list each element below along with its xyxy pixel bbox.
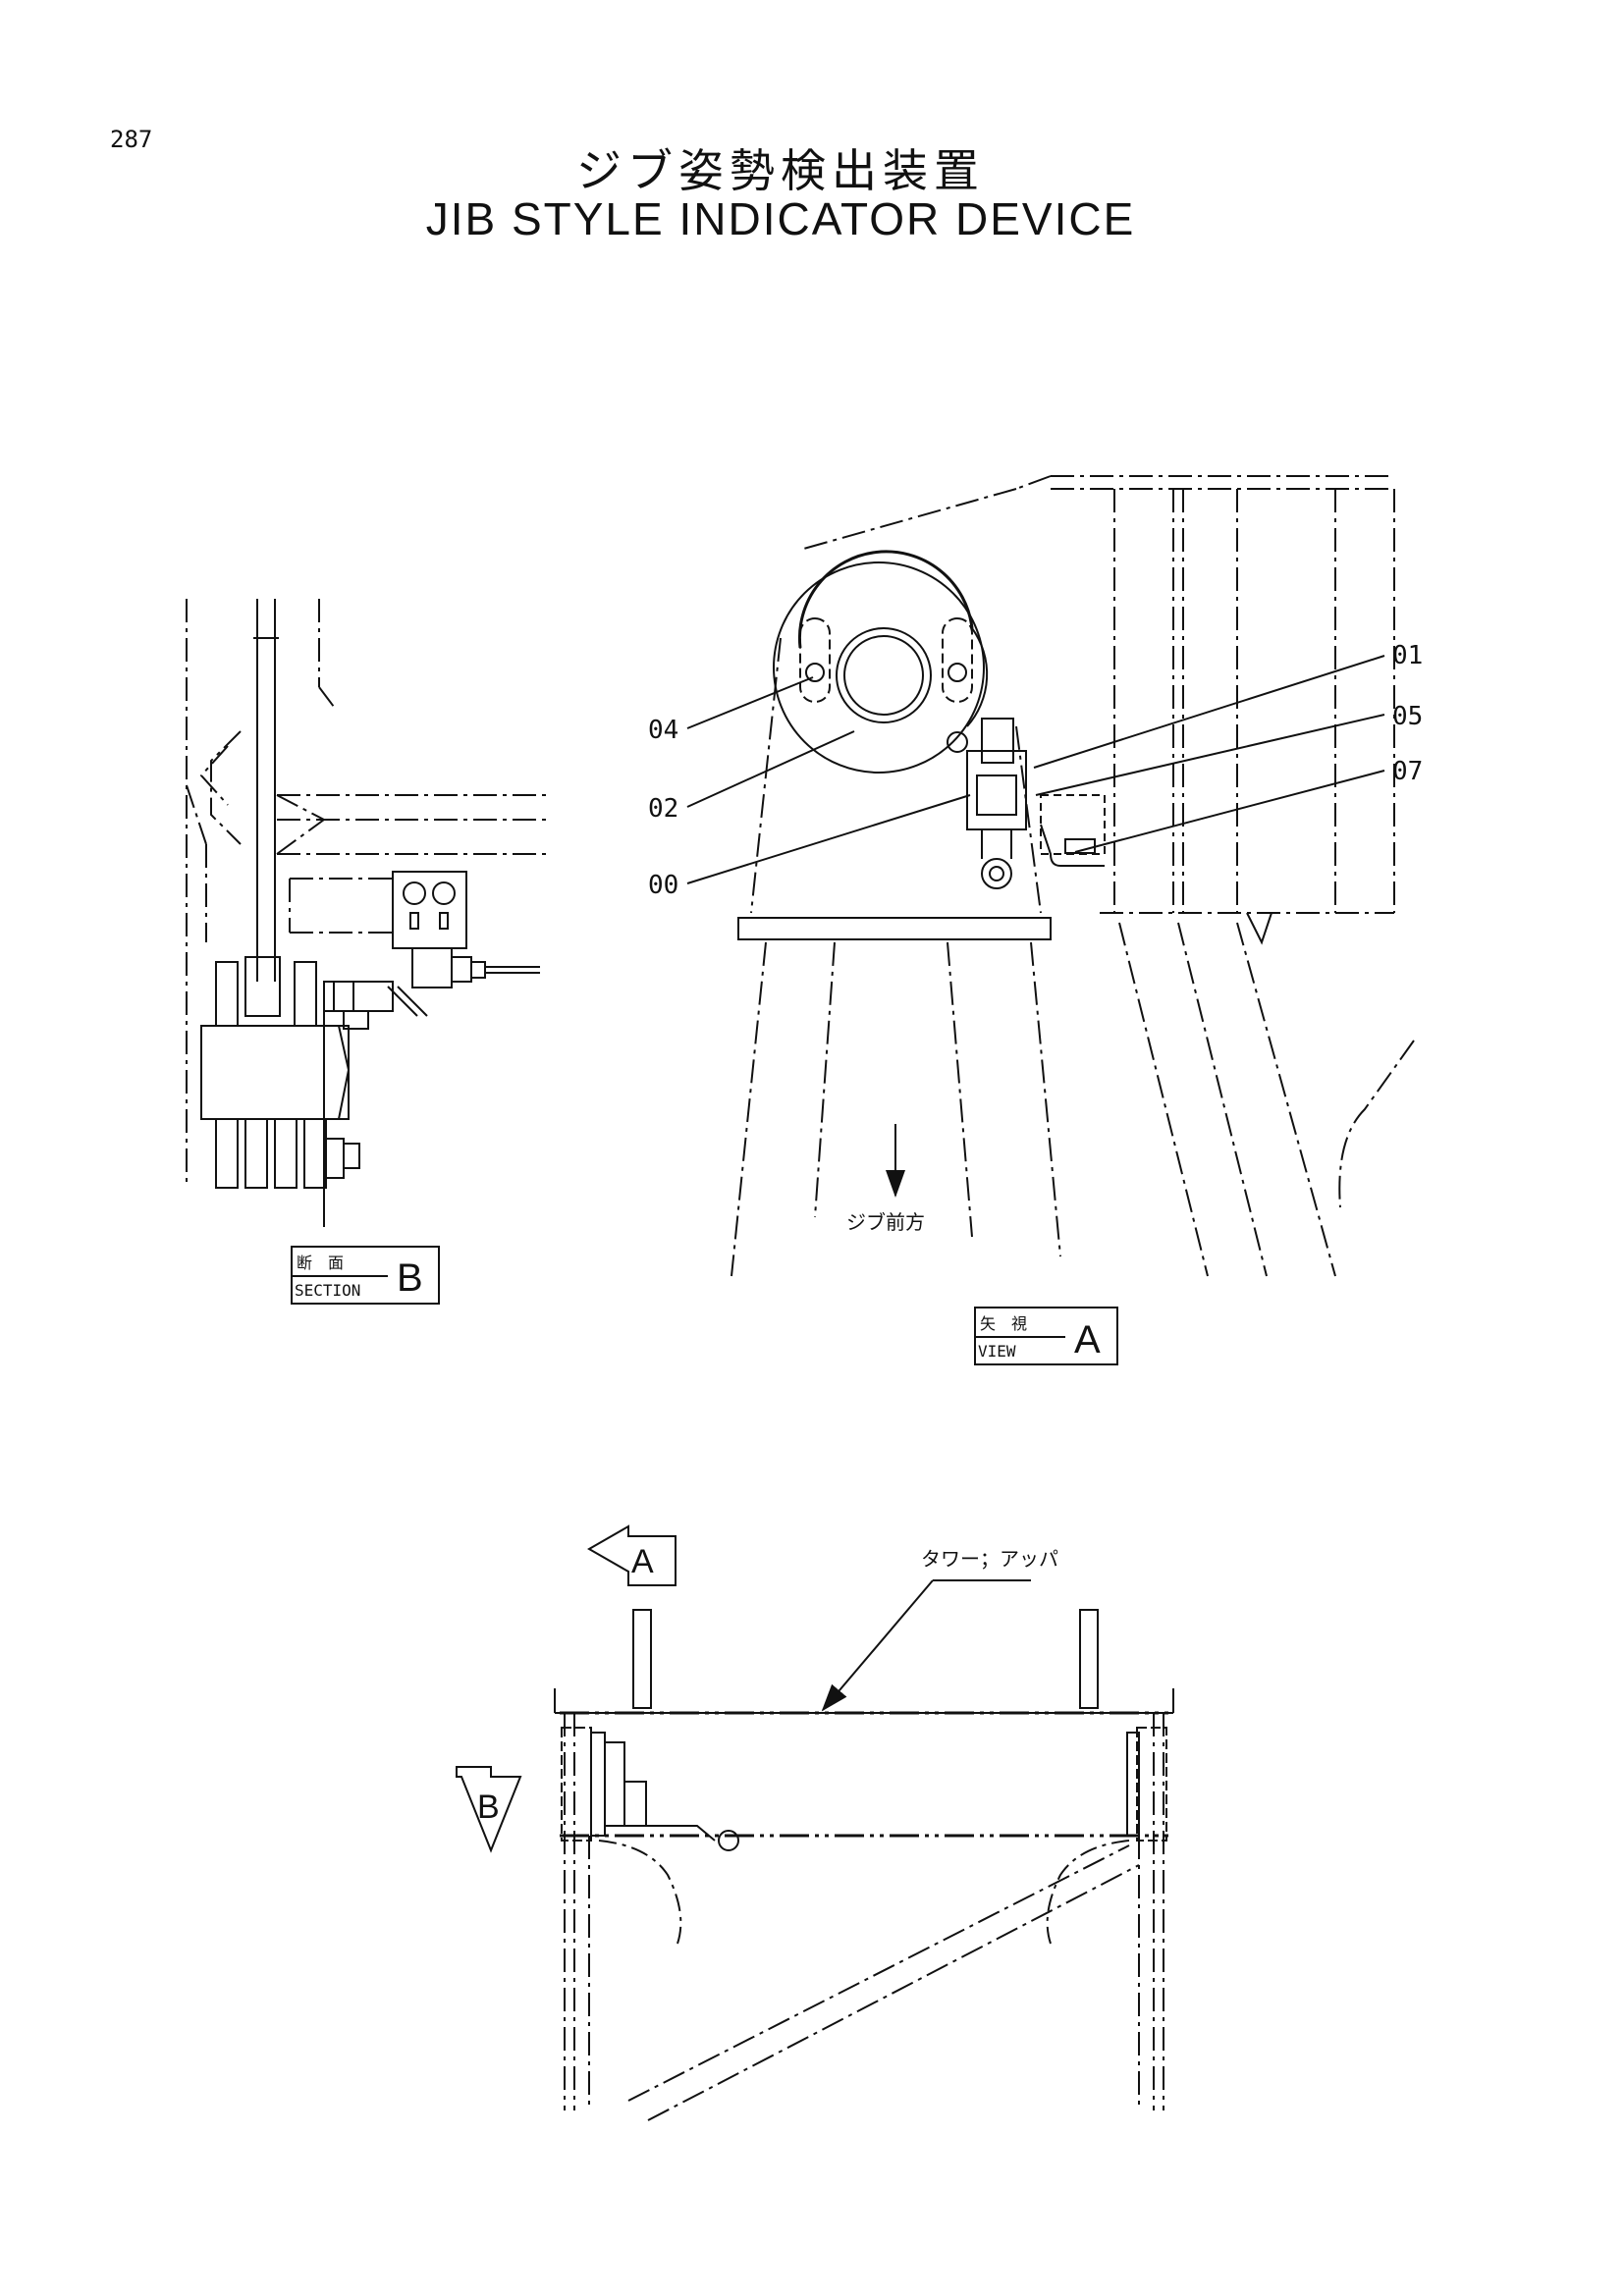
tower-upper-label: タワー；アッパ: [921, 1547, 1058, 1571]
callout-01: 01: [1392, 641, 1423, 670]
callout-02: 02: [648, 794, 678, 824]
jib-front-label: ジブ前方: [846, 1210, 925, 1234]
callout-00: 00: [648, 871, 678, 900]
section-b-drawing: [186, 599, 550, 1227]
plan-view-drawing: [456, 1524, 1174, 2121]
view-arrow-letter: A: [631, 1543, 654, 1580]
section-arrow-letter: B: [477, 1789, 500, 1826]
callout-05: 05: [1392, 702, 1423, 731]
section-tag-jp: 断 面: [297, 1254, 344, 1272]
view-tag-jp: 矢 視: [980, 1314, 1027, 1333]
view-tag-en: VIEW: [978, 1342, 1016, 1361]
page-number: 287: [110, 126, 153, 153]
section-tag-letter: B: [397, 1256, 423, 1300]
section-tag-en: SECTION: [295, 1281, 360, 1300]
callout-04: 04: [648, 716, 678, 745]
title-english: JIB STYLE INDICATOR DEVICE: [425, 193, 1136, 244]
view-a-drawing: [686, 475, 1415, 1277]
view-tag-letter: A: [1074, 1318, 1101, 1362]
view-a-tag: [974, 1307, 1118, 1365]
section-b-tag: [291, 1246, 440, 1305]
title-japanese: ジブ姿勢検出装置: [576, 144, 985, 197]
callout-07: 07: [1392, 757, 1423, 786]
